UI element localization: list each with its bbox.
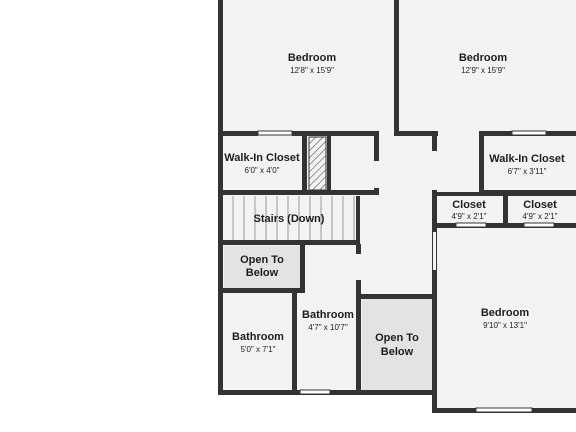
room-dimensions: 9'10" x 13'1" [483,321,527,330]
room-dimensions: 12'9" x 15'9" [461,66,505,75]
room-name: Closet [452,199,486,211]
open-to-below-center-floor [362,298,432,390]
room-name: Bathroom [232,331,284,343]
window [523,222,555,228]
wall-bath-right-upper [356,244,361,254]
room-name-line2: Below [381,346,414,358]
wall-otb-center-top [356,294,437,299]
room-bathroom-middle: Bathroom 4'7" x 10'7" [302,309,354,332]
room-name: Bedroom [459,52,508,64]
doorway [357,254,360,280]
wall-hall-right-mid [432,190,437,228]
room-name: Walk-In Closet [224,152,300,164]
room-bathroom-left: Bathroom 5'0" x 7'1" [232,331,284,354]
wall-stairs-bottom [218,240,360,245]
wall-chute-right [327,131,331,194]
room-closet-right: Closet 4'9" x 2'1" [523,199,558,221]
doorway [376,161,379,188]
room-dimensions: 12'8" x 15'9" [290,66,334,75]
room-dimensions: 4'9" x 2'1" [452,212,487,221]
wall-otb-left-bottom [218,288,305,293]
wall-closets-bottom [432,223,576,228]
room-dimensions: 4'9" x 2'1" [523,212,558,221]
room-open-to-below-center: Open To Below [375,332,419,358]
wall-wic-left-top-b [292,131,306,136]
wall-right-bedroom-bottom-a [394,131,438,136]
window [475,407,533,413]
wall-left-bedroom-bottom-a [304,131,376,136]
room-open-to-below-left: Open To Below [240,254,284,279]
room-dimensions: 6'7" x 3'11" [508,167,547,176]
room-name-line1: Open To [240,254,284,266]
room-name-line1: Open To [375,332,419,344]
wall-hall-left-lower [374,188,379,195]
room-name: Bedroom [481,307,530,319]
room-name: Closet [523,199,557,211]
room-bedroom-bottom-right: Bedroom 9'10" x 13'1" [481,307,530,330]
open-to-below-left-floor [224,246,302,288]
wall-wic-left-top-a [218,131,258,136]
wall-wic-left-bottom [218,190,378,195]
wall-wic-right-left [479,131,484,195]
window [511,130,547,136]
room-walk-in-closet-right: Walk-In Closet 6'7" x 3'11" [489,153,565,176]
wall-stairs-end [356,196,360,244]
room-name: Walk-In Closet [489,153,565,165]
wall-closets-divider [503,192,508,228]
room-name: Bathroom [302,309,354,321]
room-dimensions: 5'0" x 7'1" [241,345,276,354]
wall-hall-left [374,131,379,161]
room-name: Bedroom [288,52,337,64]
wall-bath-divider [292,288,297,395]
doorway [433,232,436,270]
room-dimensions: 4'7" x 10'7" [308,323,348,332]
window [257,130,293,136]
room-name: Stairs (Down) [254,213,325,225]
room-closet-left: Closet 4'9" x 2'1" [452,199,487,221]
room-walk-in-closet-left: Walk-In Closet 6'0" x 4'0" [224,152,300,175]
room-name-line2: Below [246,267,279,279]
window [299,389,331,395]
floor-area-right-bedroom [434,228,576,408]
stair-treads [232,196,355,240]
room-bedroom-top-right: Bedroom 12'9" x 15'9" [459,52,508,75]
utility-chute [308,136,327,191]
wall-hall-right-top [432,131,437,151]
room-dimensions: 6'0" x 4'0" [245,166,280,175]
room-bedroom-top-left: Bedroom 12'8" x 15'9" [288,52,337,75]
wall-wic-left-right [302,131,307,194]
wall-top-bedroom-divider [394,0,399,136]
wall-right-bedroom-left [432,228,437,412]
wall-otb-left-right [300,240,305,292]
window [455,222,487,228]
wall-left-exterior [218,0,223,395]
doorway [433,151,436,190]
wall-bath-right-lower [356,280,361,395]
room-stairs: Stairs (Down) [254,213,325,225]
